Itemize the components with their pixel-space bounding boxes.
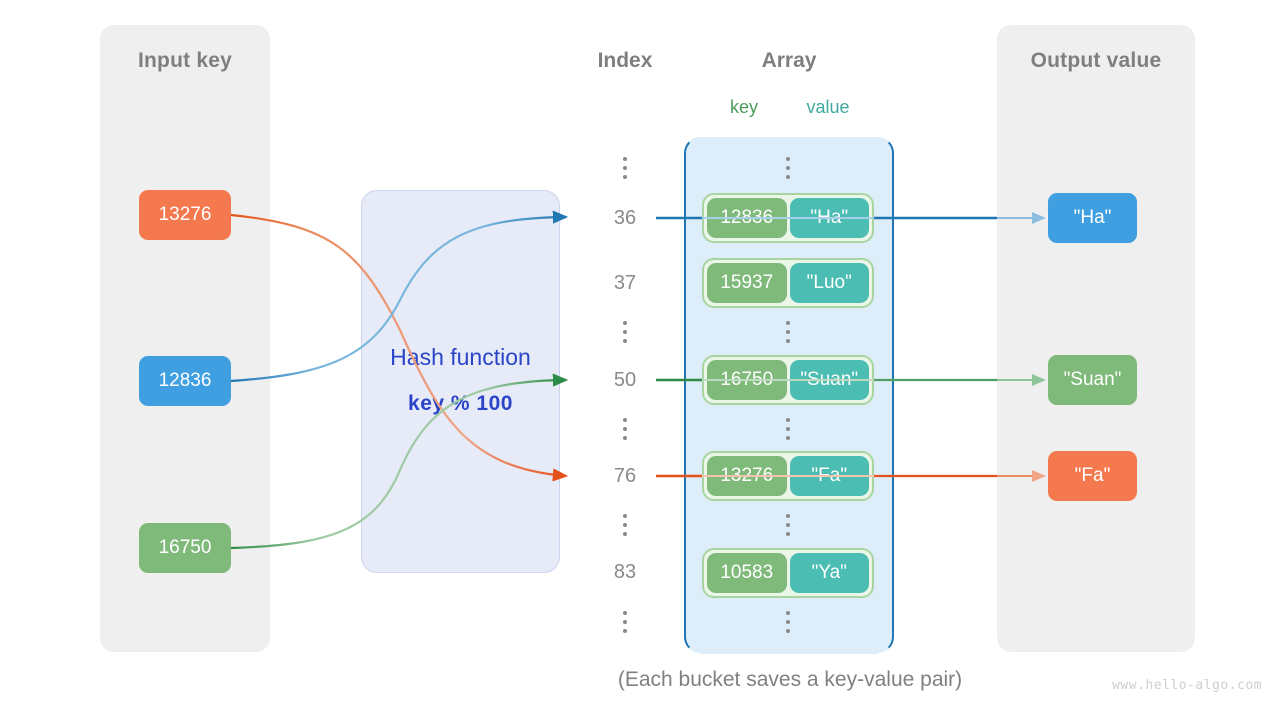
bucket-value: "Luo": [789, 263, 869, 303]
array-column-heading: Array: [761, 49, 817, 72]
array-ellipsis-bottom: [782, 611, 794, 633]
bucket-value: "Suan": [789, 360, 869, 400]
array-ellipsis-4: [782, 514, 794, 536]
bucket-key: 16750: [707, 360, 787, 400]
bucket-row[interactable]: 15937 "Luo": [702, 258, 874, 308]
bucket-key: 12836: [707, 198, 787, 238]
bucket-key: 15937: [707, 263, 787, 303]
index-label-83: 83: [613, 561, 637, 583]
index-ellipsis-bottom: [619, 611, 631, 633]
figure-caption: (Each bucket saves a key-value pair): [617, 668, 963, 691]
watermark: www.hello-algo.com: [1112, 678, 1262, 693]
input-key-panel-title: Input key: [138, 49, 232, 72]
output-value-panel: [997, 25, 1195, 652]
input-key-13276[interactable]: 13276: [139, 190, 231, 240]
bucket-row[interactable]: 12836 "Ha": [702, 193, 874, 243]
index-label-36: 36: [613, 207, 637, 229]
index-ellipsis-2: [619, 321, 631, 343]
index-ellipsis-top: [619, 157, 631, 179]
value-subheading: value: [806, 97, 850, 117]
array-ellipsis-top: [782, 157, 794, 179]
bucket-row[interactable]: 10583 "Ya": [702, 548, 874, 598]
input-key-16750[interactable]: 16750: [139, 523, 231, 573]
output-value-suan[interactable]: "Suan": [1048, 355, 1137, 405]
bucket-row[interactable]: 16750 "Suan": [702, 355, 874, 405]
bucket-key: 13276: [707, 456, 787, 496]
bucket-value: "Ya": [789, 553, 869, 593]
key-subheading: key: [729, 97, 758, 117]
hash-function-box: [361, 190, 560, 573]
hash-function-formula: key % 100: [408, 392, 513, 415]
array-ellipsis-2: [782, 321, 794, 343]
index-ellipsis-4: [619, 514, 631, 536]
output-value-ha[interactable]: "Ha": [1048, 193, 1137, 243]
hash-function-title: Hash function: [390, 344, 531, 370]
array-ellipsis-3: [782, 418, 794, 440]
bucket-value: "Ha": [789, 198, 869, 238]
index-label-37: 37: [613, 272, 637, 294]
input-key-12836[interactable]: 12836: [139, 356, 231, 406]
index-ellipsis-3: [619, 418, 631, 440]
bucket-row[interactable]: 13276 "Fa": [702, 451, 874, 501]
index-label-76: 76: [613, 465, 637, 487]
output-value-fa[interactable]: "Fa": [1048, 451, 1137, 501]
index-label-50: 50: [613, 369, 637, 391]
bucket-value: "Fa": [789, 456, 869, 496]
index-column-heading: Index: [597, 49, 653, 72]
output-value-panel-title: Output value: [1030, 49, 1162, 72]
bucket-key: 10583: [707, 553, 787, 593]
